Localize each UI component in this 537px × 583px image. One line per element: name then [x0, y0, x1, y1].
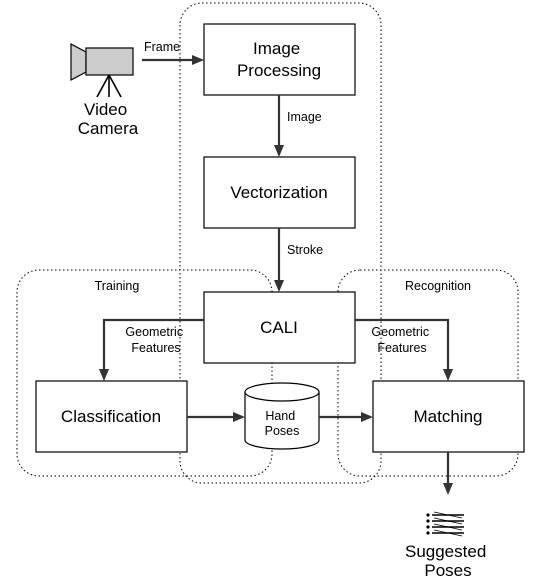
edge-image [274, 95, 284, 157]
edge-stroke [274, 228, 284, 292]
matching-label: Matching [414, 407, 483, 426]
training-group-label: Training [95, 279, 140, 293]
edge-classification-to-hand-poses [187, 412, 245, 422]
video-camera-icon [70, 43, 134, 98]
edge-stroke-label: Stroke [287, 243, 323, 257]
vectorization-label: Vectorization [230, 183, 327, 202]
image-processing-box [203, 23, 356, 96]
image-processing-label: Image Processing [237, 39, 321, 80]
suggested-poses-label: Suggested Poses [405, 542, 491, 580]
training-group [16, 269, 273, 477]
cali-label: CALI [260, 318, 298, 337]
edge-geometric-features-right-label: Geometric Features [371, 325, 432, 355]
pose-list-icon [426, 511, 464, 537]
pipeline-group [179, 2, 382, 484]
edge-cali-to-matching [355, 318, 453, 381]
recognition-group-label: Recognition [405, 279, 471, 293]
hand-poses-label: Hand Poses [265, 409, 300, 438]
cali-box [203, 291, 356, 364]
edge-frame-label: Frame [144, 40, 180, 54]
edge-image-label: Image [287, 110, 322, 124]
hand-poses-database-icon [244, 382, 320, 450]
classification-label: Classification [61, 407, 161, 426]
edge-frame [142, 55, 204, 65]
edge-geometric-features-left-label: Geometric Features [125, 325, 186, 355]
edge-matching-to-suggested-poses [443, 452, 453, 495]
recognition-group [337, 269, 519, 477]
video-camera-label: Video Camera [78, 100, 139, 138]
edge-hand-poses-to-matching [319, 412, 373, 422]
matching-box [372, 380, 525, 453]
edge-cali-to-classification [99, 318, 204, 381]
